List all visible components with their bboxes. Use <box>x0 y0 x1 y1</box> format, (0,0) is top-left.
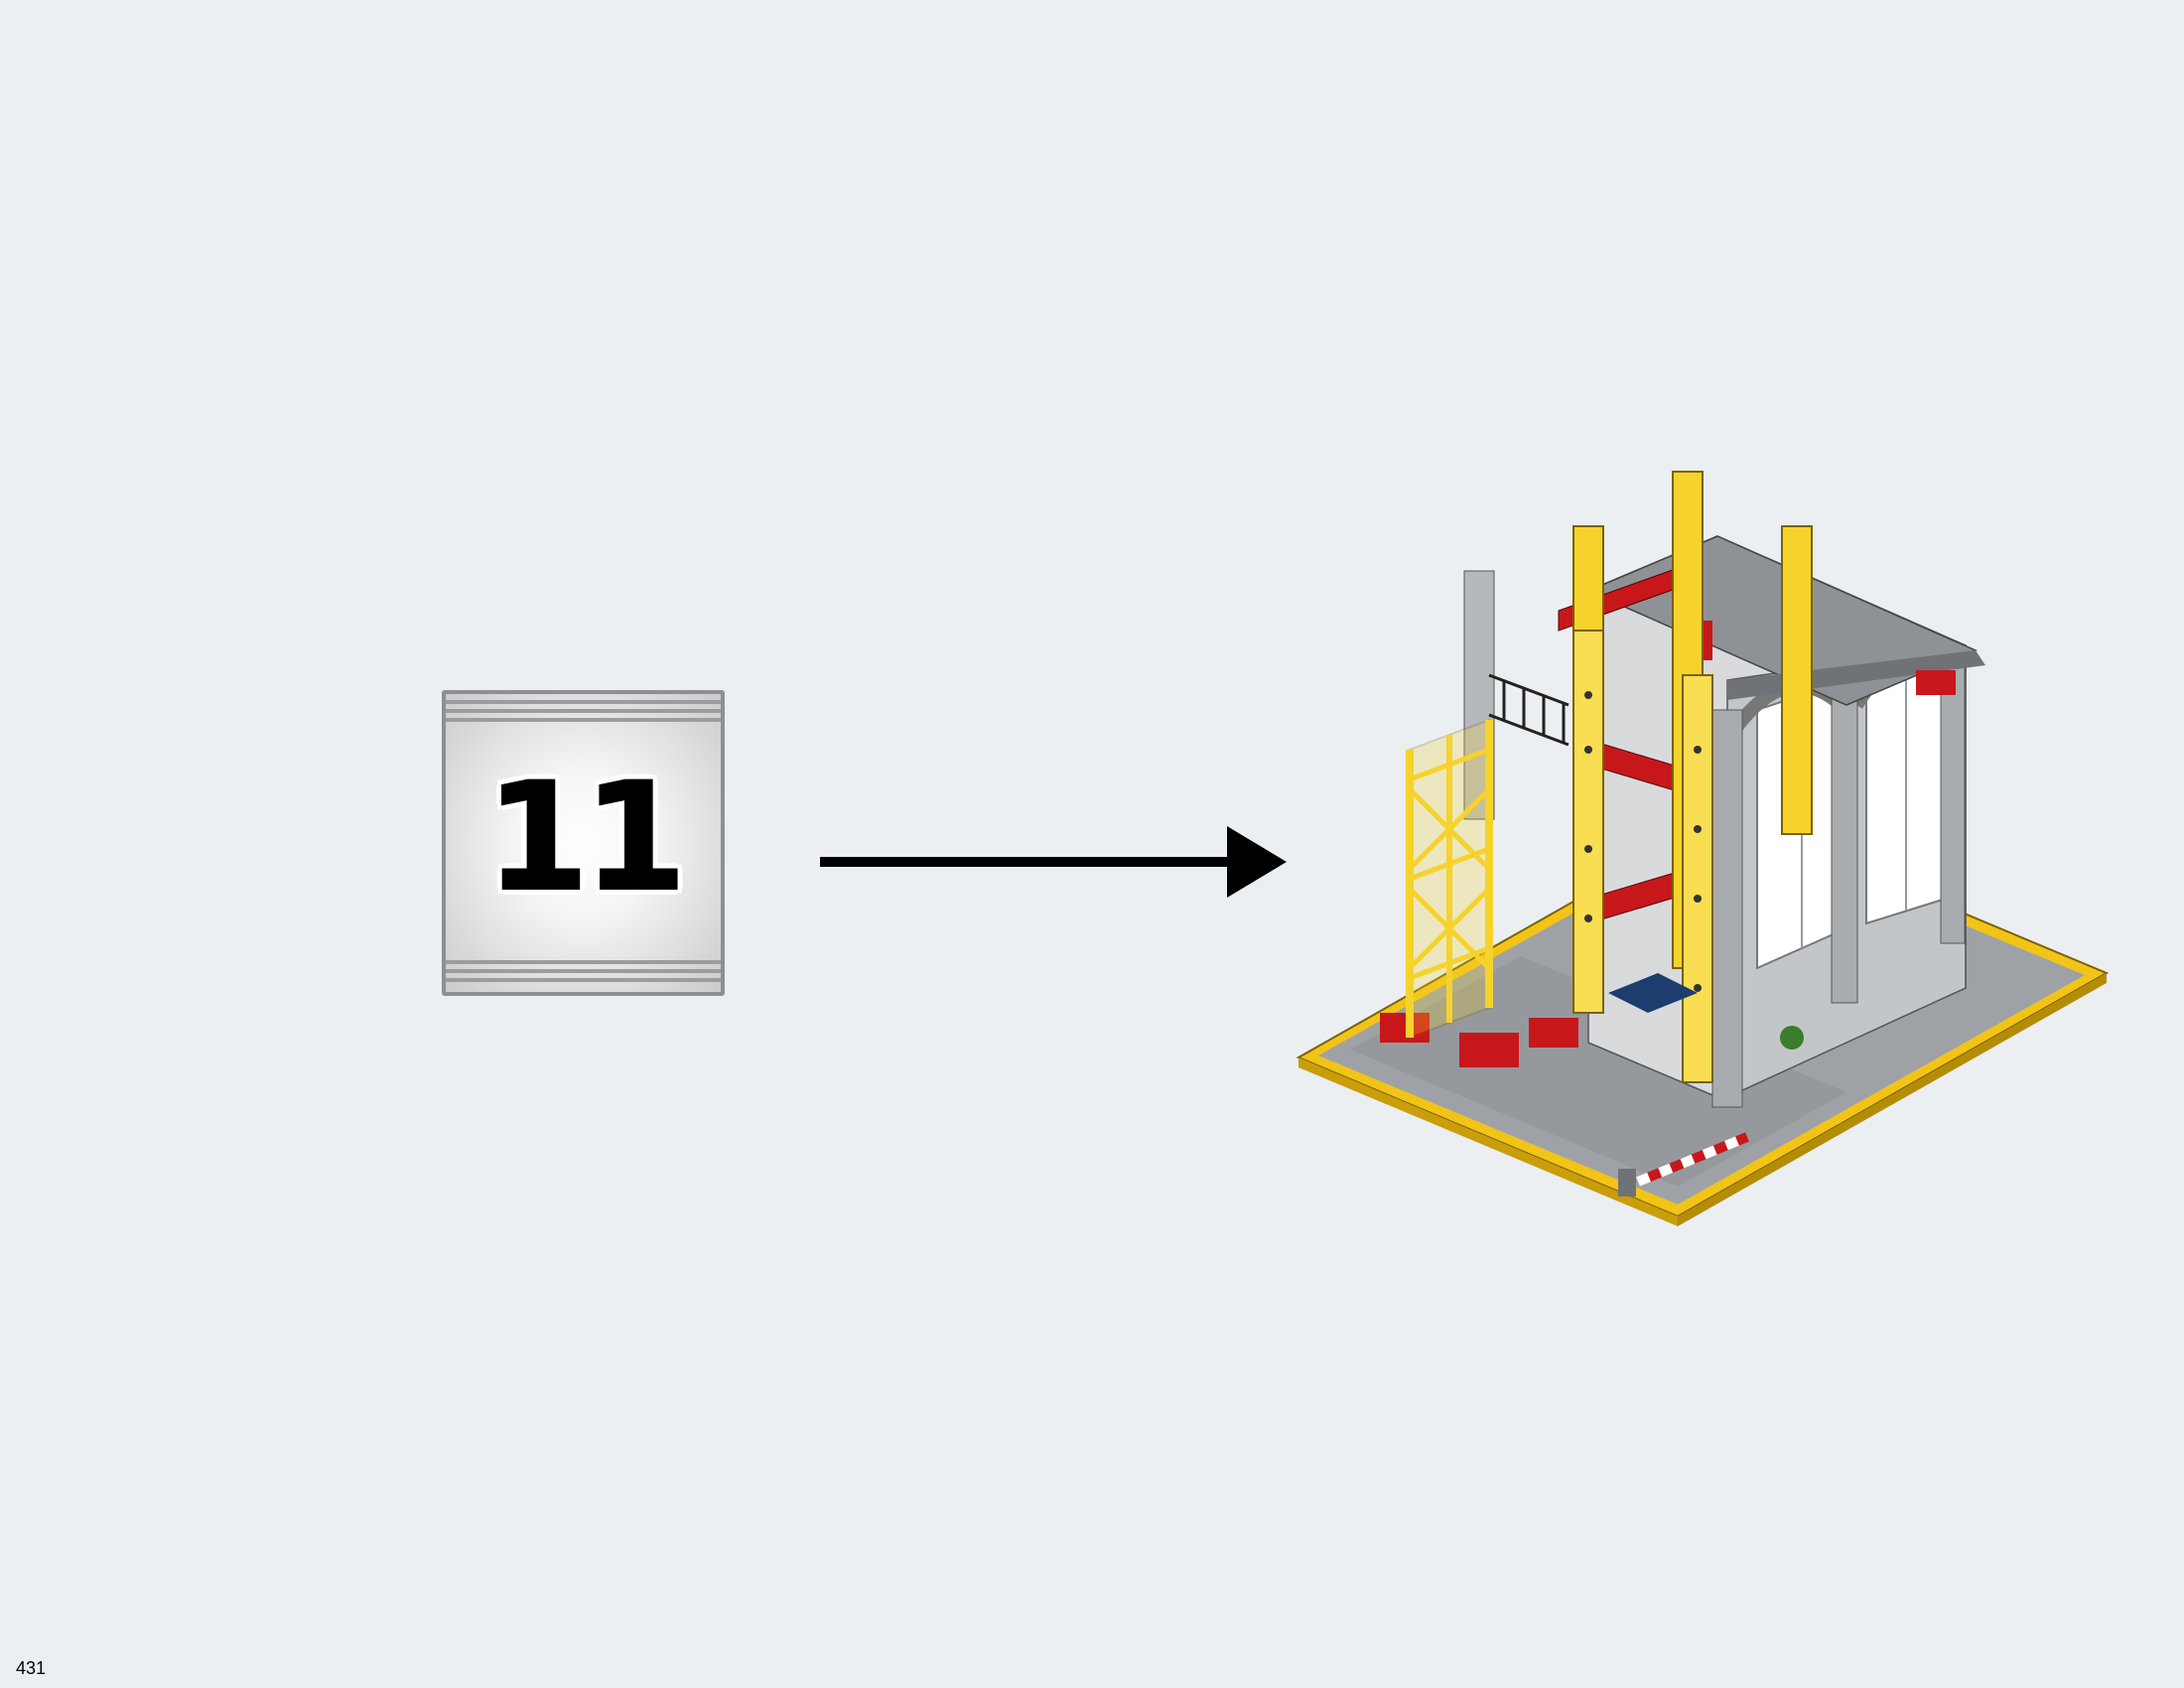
bag-bottom-seal <box>446 960 721 986</box>
railings <box>1488 673 1570 747</box>
bag-number: 11 <box>484 752 688 924</box>
floor-tiles <box>1608 973 1698 1013</box>
plant <box>1780 1026 1804 1050</box>
bag-top-seal <box>446 700 721 726</box>
parts-bag-icon: 11 <box>442 690 725 996</box>
crane-tower <box>1406 718 1493 1040</box>
building-model-illustration <box>1296 471 2110 1226</box>
page-number: 431 <box>16 1658 47 1678</box>
barrier <box>1618 1132 1749 1196</box>
yellow-beams <box>1572 471 1813 1083</box>
arrow-right-icon <box>820 826 1287 898</box>
